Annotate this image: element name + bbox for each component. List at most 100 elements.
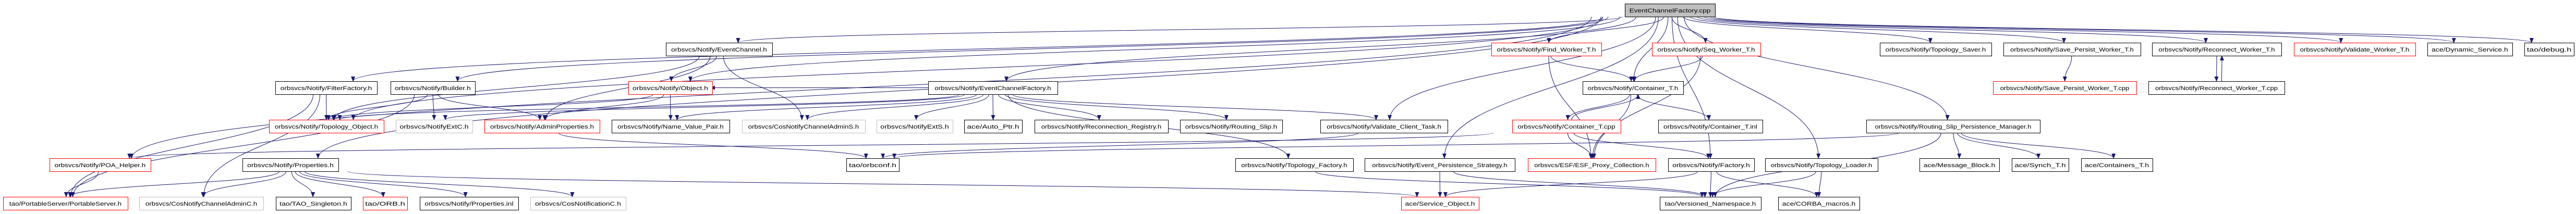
edge-properties-to-cosnotifc	[305, 171, 575, 197]
node-box	[1652, 43, 1761, 56]
edge-ecfactoryh-to-routingslip	[1004, 94, 1229, 120]
nodes-layer: EventChannelFactory.cpporbsvcs/Notify/Ev…	[3, 4, 2574, 210]
node-label: orbsvcs/Notify/Validate_Client_Task.h	[1327, 124, 1441, 130]
node-dynservice[interactable]: ace/Dynamic_Service.h	[2427, 43, 2513, 56]
node-singleton[interactable]: tao/TAO_Singleton.h	[276, 197, 351, 210]
node-cosnotifc[interactable]: orbsvcs/CosNotificationC.h	[530, 197, 626, 210]
node-filterfactory[interactable]: orbsvcs/Notify/FilterFactory.h	[275, 81, 378, 95]
edge-properties-to-singleton	[291, 171, 315, 197]
node-box	[2294, 43, 2416, 56]
node-box	[1528, 158, 1656, 172]
node-label: orbsvcs/Notify/Topology_Saver.h	[1886, 47, 1986, 53]
node-label: orbsvcs/Notify/Routing_Slip_Persistence_…	[1875, 124, 2032, 130]
node-builder[interactable]: orbsvcs/Notify/Builder.h	[391, 81, 476, 95]
edge-findworker-to-containerh	[1550, 55, 1634, 82]
node-serviceobject[interactable]: ace/Service_Object.h	[1401, 197, 1479, 210]
node-savepersisth[interactable]: orbsvcs/Notify/Save_Persist_Worker_T.h	[2003, 43, 2141, 56]
node-topoobject[interactable]: orbsvcs/Notify/Topology_Object.h	[269, 120, 384, 133]
node-reconnreg[interactable]: orbsvcs/Notify/Reconnection_Registry.h	[1035, 120, 1169, 133]
node-box	[2524, 43, 2574, 56]
node-label: orbsvcs/Notify/Name_Value_Pair.h	[617, 124, 723, 130]
node-syncht[interactable]: ace/Synch_T.h	[2012, 158, 2069, 172]
node-toposaver[interactable]: orbsvcs/Notify/Topology_Saver.h	[1880, 43, 1992, 56]
node-cosadminc[interactable]: orbsvcs/CosNotifyChannelAdminC.h	[139, 197, 264, 210]
node-label: tao/debug.h	[2527, 47, 2572, 53]
node-validateclient[interactable]: orbsvcs/Notify/Validate_Client_Task.h	[1320, 120, 1448, 133]
node-containercpp[interactable]: orbsvcs/Notify/Container_T.cpp	[1512, 120, 1621, 133]
node-rspm[interactable]: orbsvcs/Notify/Routing_Slip_Persistence_…	[1866, 120, 2040, 133]
node-label: orbsvcs/Notify/AdminProperties.h	[490, 124, 594, 130]
edge-root-to-ecfactoryh	[1004, 16, 1637, 82]
node-orbconf[interactable]: tao/orbconf.h	[846, 158, 900, 172]
node-orb[interactable]: tao/ORB.h	[363, 197, 408, 210]
edge-poahelper-to-portableserver	[64, 171, 99, 197]
edge-factory-to-versioned	[1708, 171, 1713, 197]
node-label: orbsvcs/Notify/Routing_Slip.h	[1185, 124, 1277, 130]
node-label: orbsvcs/Notify/Find_Worker_T.h	[1497, 47, 1596, 53]
node-msgblock[interactable]: ace/Message_Block.h	[1919, 158, 2000, 172]
edge-root-to-dynservice	[1709, 16, 2456, 43]
node-esfproxy[interactable]: orbsvcs/ESF/ESF_Proxy_Collection.h	[1528, 158, 1656, 172]
node-containerinl[interactable]: orbsvcs/Notify/Container_T.inl	[1658, 120, 1763, 133]
edge-eventchannel-to-adminprops	[543, 55, 711, 120]
node-label: ace/Synch_T.h	[2014, 162, 2065, 169]
node-debug[interactable]: tao/debug.h	[2524, 43, 2574, 56]
node-label: orbsvcs/Notify/Object.h	[633, 85, 708, 92]
edge-root-to-factory	[1671, 16, 1712, 159]
edge-root-to-findworker	[1547, 16, 1664, 43]
node-notifyexts[interactable]: orbsvcs/NotifyExtS.h	[877, 120, 953, 133]
node-factory[interactable]: orbsvcs/Notify/Factory.h	[1668, 158, 1755, 172]
node-label: tao/TAO_Singleton.h	[280, 201, 347, 207]
node-object[interactable]: orbsvcs/Notify/Object.h	[628, 81, 713, 95]
node-containerh[interactable]: orbsvcs/Notify/Container_T.h	[1583, 81, 1684, 95]
node-label: orbsvcs/Notify/Reconnect_Worker_T.cpp	[2155, 85, 2278, 92]
node-label: orbsvcs/Notify/Topology_Factory.h	[1241, 162, 1347, 169]
node-propsinl[interactable]: orbsvcs/Notify/Properties.inl	[420, 197, 519, 210]
node-containerst[interactable]: ace/Containers_T.h	[2081, 158, 2153, 172]
node-ecfactoryh[interactable]: orbsvcs/Notify/EventChannelFactory.h	[928, 81, 1058, 95]
node-box	[2427, 43, 2513, 56]
edge-properties-to-orb	[295, 171, 385, 197]
node-label: orbsvcs/Notify/POA_Helper.h	[55, 162, 146, 169]
node-routingslip[interactable]: orbsvcs/Notify/Routing_Slip.h	[1180, 120, 1283, 133]
node-box	[1625, 4, 1716, 17]
node-box	[1919, 158, 2000, 172]
node-eventpersist[interactable]: orbsvcs/Notify/Event_Persistence_Strateg…	[1365, 158, 1515, 172]
edge-root-to-reconnecth	[1697, 16, 2208, 43]
node-topofactory[interactable]: orbsvcs/Notify/Topology_Factory.h	[1235, 158, 1354, 172]
node-namevalue[interactable]: orbsvcs/Notify/Name_Value_Pair.h	[612, 120, 730, 133]
node-poahelper[interactable]: orbsvcs/Notify/POA_Helper.h	[50, 158, 151, 172]
node-topoloader[interactable]: orbsvcs/Notify/Topology_Loader.h	[1765, 158, 1878, 172]
node-corbamacros[interactable]: ace/CORBA_macros.h	[1778, 197, 1860, 210]
node-properties[interactable]: orbsvcs/Notify/Properties.h	[242, 158, 339, 172]
edge-ecfactoryh-to-notifyextc	[443, 94, 965, 120]
node-label: ace/Dynamic_Service.h	[2432, 47, 2508, 53]
edge-ecfactoryh-to-validateclient	[1012, 94, 1378, 120]
edge-root-to-rspm	[1684, 16, 1950, 120]
edge-properties-to-cosadminc	[201, 171, 286, 197]
node-eventchannel[interactable]: orbsvcs/Notify/EventChannel.h	[666, 43, 773, 56]
node-notifyextc[interactable]: orbsvcs/NotifyExtC.h	[396, 120, 473, 133]
node-box	[1668, 158, 1755, 172]
node-label: ace/Containers_T.h	[2085, 162, 2149, 169]
edge-root-to-containerh	[1631, 16, 1669, 82]
edge-ecfactoryh-to-reconnreg	[998, 94, 1101, 120]
node-reconnecth[interactable]: orbsvcs/Notify/Reconnect_Worker_T.h	[2152, 43, 2282, 56]
node-box	[2152, 43, 2282, 56]
edge-root-to-validateclient	[1388, 16, 1656, 120]
node-reconnectcpp[interactable]: orbsvcs/Notify/Reconnect_Worker_T.cpp	[2148, 81, 2285, 95]
node-label: orbsvcs/Notify/Builder.h	[395, 85, 471, 92]
node-label: orbsvcs/Notify/EventChannelFactory.h	[934, 85, 1051, 92]
edge-builder-to-notifyextc	[432, 94, 436, 120]
node-portableserver[interactable]: tao/PortableServer/PortableServer.h	[3, 197, 128, 210]
node-label: orbsvcs/CosNotifyChannelAdminS.h	[748, 124, 859, 130]
node-findworker[interactable]: orbsvcs/Notify/Find_Worker_T.h	[1491, 43, 1602, 56]
node-cosadmins[interactable]: orbsvcs/CosNotifyChannelAdminS.h	[742, 120, 866, 133]
node-adminprops[interactable]: orbsvcs/Notify/AdminProperties.h	[484, 120, 600, 133]
node-versioned[interactable]: tao/Versioned_Namespace.h	[1660, 197, 1761, 210]
node-autoptr[interactable]: ace/Auto_Ptr.h	[964, 120, 1023, 133]
node-label: orbsvcs/Notify/Container_T.cpp	[1517, 124, 1615, 130]
node-validateworker[interactable]: orbsvcs/Notify/Validate_Worker_T.h	[2294, 43, 2416, 56]
node-seqworker[interactable]: orbsvcs/Notify/Seq_Worker_T.h	[1652, 43, 1761, 56]
node-savepersistcpp[interactable]: orbsvcs/Notify/Save_Persist_Worker_T.cpp	[1993, 81, 2137, 95]
